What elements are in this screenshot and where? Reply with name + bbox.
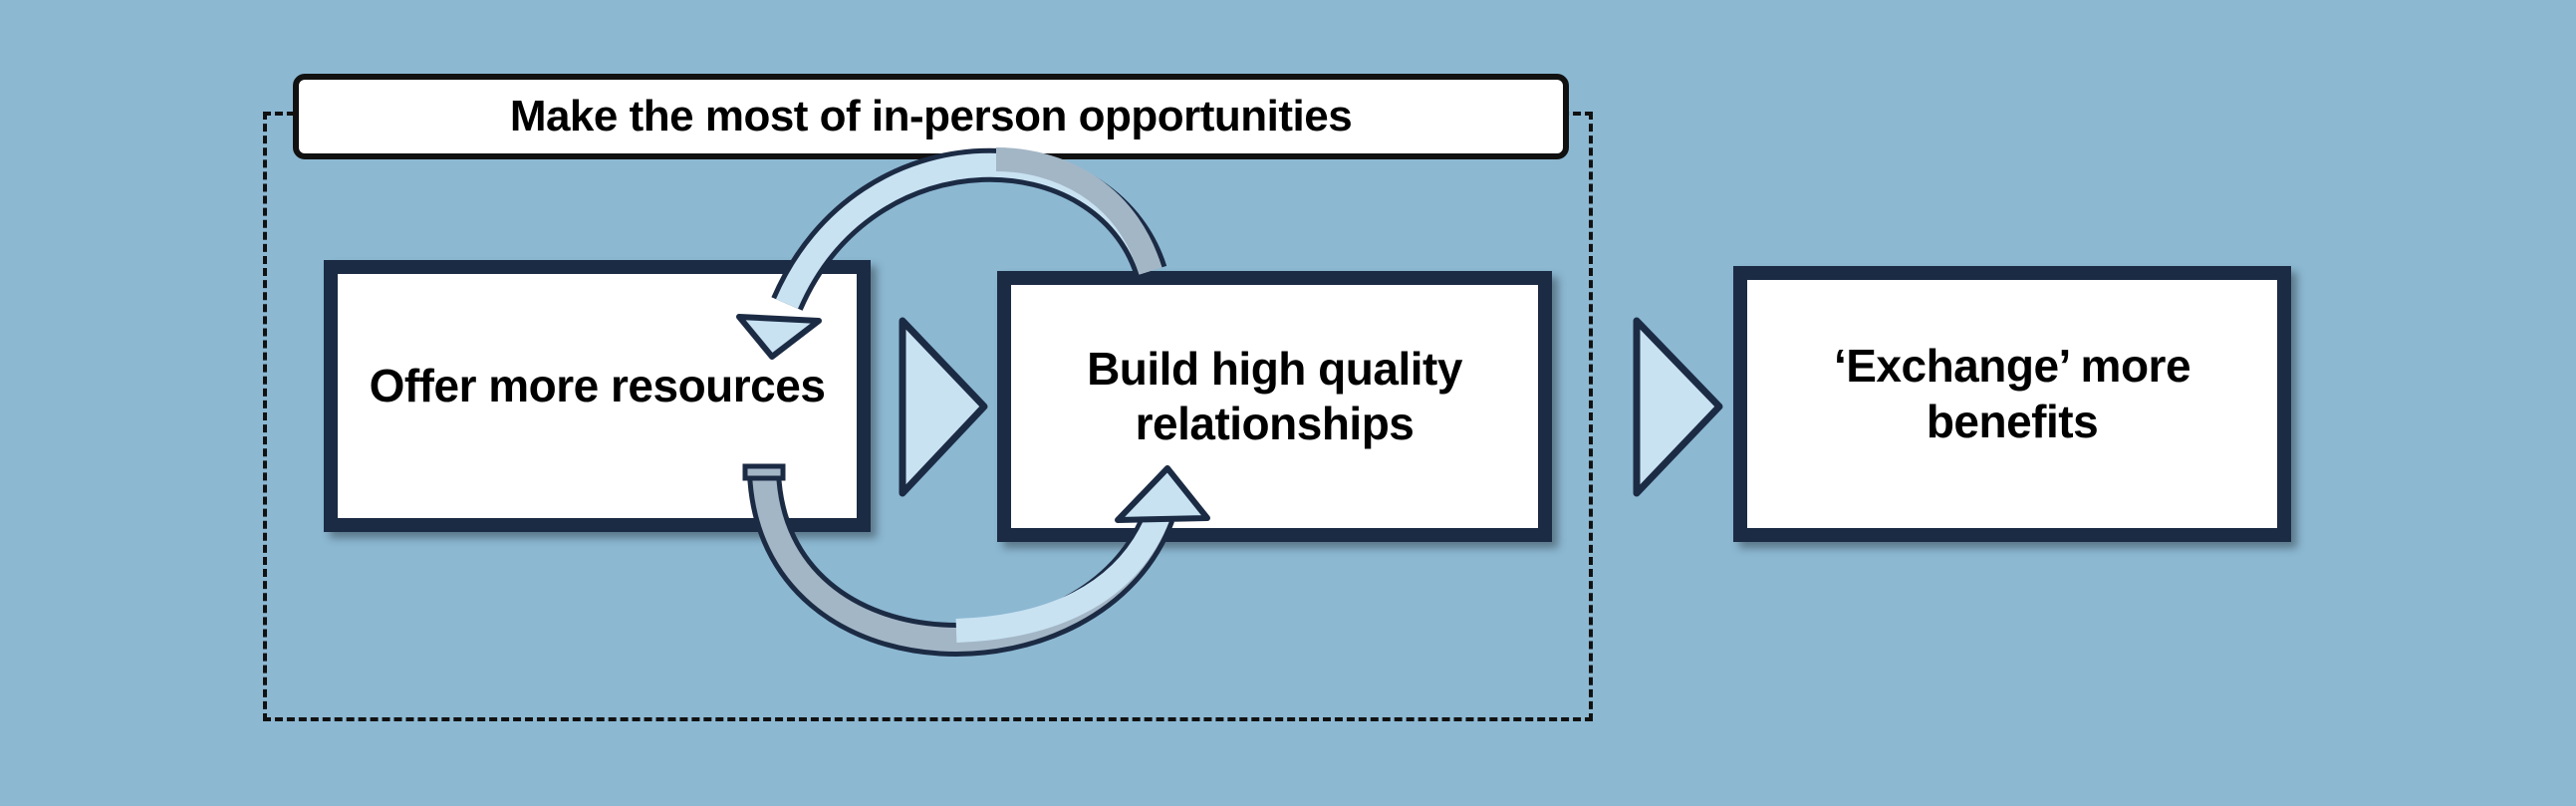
flow-arrow-icon: [1633, 317, 1723, 497]
step-label: ‘Exchange’ more benefits: [1833, 340, 2191, 447]
step-label: Offer more resources: [369, 359, 826, 411]
flow-arrow-icon: [899, 317, 988, 497]
cycle-arrow-lower-icon: [742, 463, 1210, 657]
cycle-arrow-upper-icon: [736, 147, 1167, 360]
step-box-exchange-benefits: ‘Exchange’ more benefits: [1733, 266, 2291, 542]
step-label: Build high quality relationships: [1087, 342, 1462, 449]
